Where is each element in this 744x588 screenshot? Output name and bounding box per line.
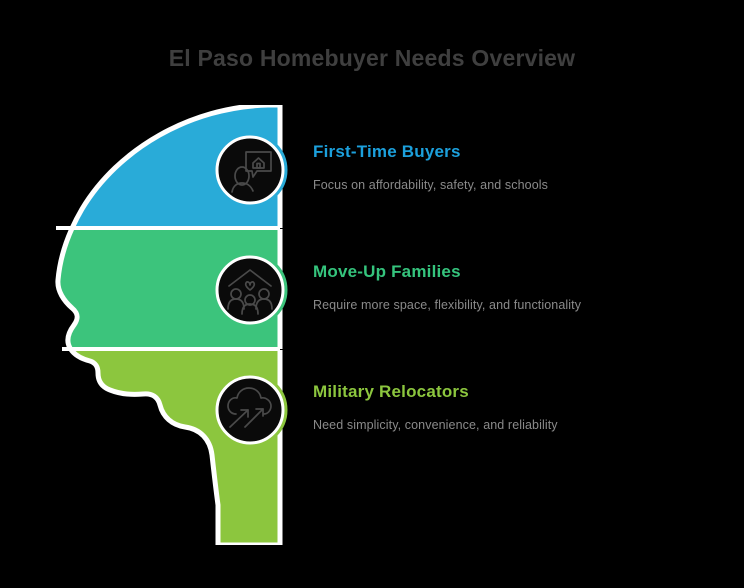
cloud-arrows-up-icon — [227, 387, 272, 428]
row-subtitle-first-time-buyers: Focus on affordability, safety, and scho… — [313, 178, 548, 192]
page-title: El Paso Homebuyer Needs Overview — [168, 45, 576, 71]
row-heading-military-relocators: Military Relocators — [313, 382, 469, 401]
badge-disc — [215, 135, 285, 205]
needs-list: First-Time Buyers Focus on affordability… — [313, 132, 713, 492]
row-subtitle-military-relocators: Need simplicity, convenience, and reliab… — [313, 418, 558, 432]
head-silhouette-graphic — [40, 105, 340, 545]
badge-ring-green — [212, 252, 288, 328]
band-divider-2 — [62, 347, 280, 351]
badge-first-time-buyers[interactable] — [212, 132, 288, 208]
badge-move-up-families[interactable] — [212, 252, 288, 328]
row-heading-first-time-buyers: First-Time Buyers — [313, 142, 461, 161]
list-item: First-Time Buyers Focus on affordability… — [313, 132, 713, 252]
person-house-speech-bubble-icon — [231, 151, 272, 193]
family-house-heart-icon — [227, 269, 273, 315]
badge-military-relocators[interactable] — [212, 372, 288, 448]
row-subtitle-move-up-families: Require more space, flexibility, and fun… — [313, 298, 582, 312]
list-item: Military Relocators Need simplicity, con… — [313, 372, 713, 492]
badge-disc — [215, 375, 285, 445]
list-item: Move-Up Families Require more space, fle… — [313, 252, 713, 372]
band-divider-1 — [56, 226, 280, 230]
badge-ring-olive — [212, 372, 288, 448]
row-heading-move-up-families: Move-Up Families — [313, 262, 461, 281]
badge-ring-blue — [212, 132, 288, 208]
